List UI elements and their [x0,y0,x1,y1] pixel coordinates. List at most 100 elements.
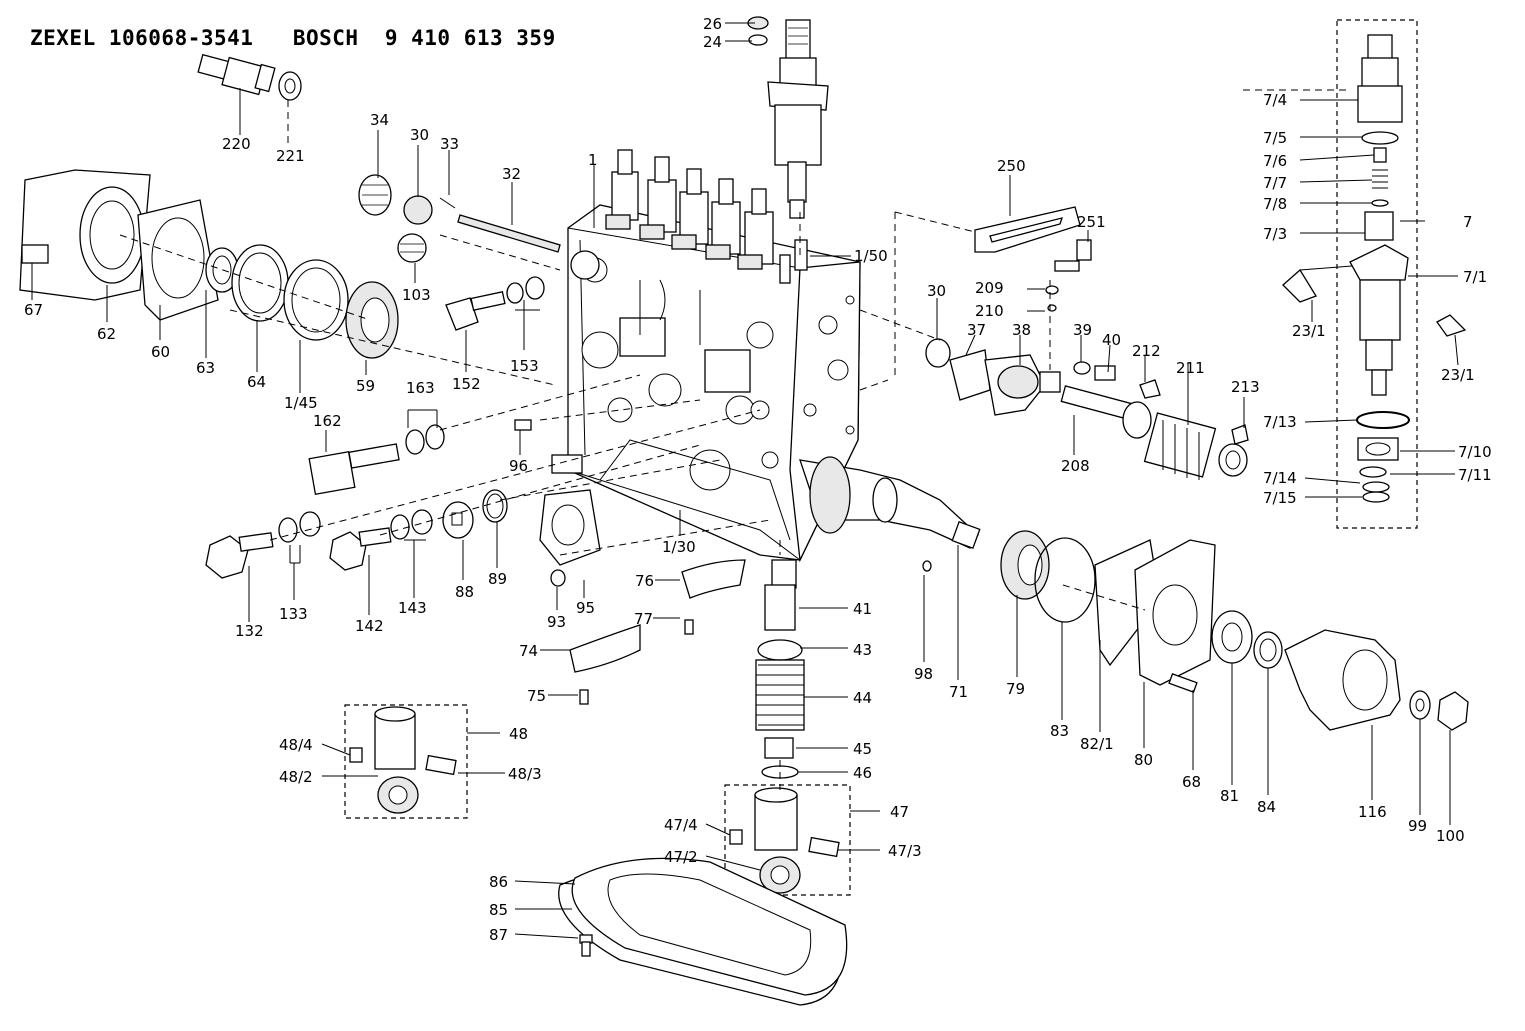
callout-98: 98 [914,665,934,683]
callout-82-1: 82/1 [1080,735,1114,753]
callout-64: 64 [247,373,267,391]
page-title: ZEXEL 106068-3541 BOSCH 9 410 613 359 [30,26,556,50]
bottom-plates [558,857,848,1006]
callout-75: 75 [527,687,547,705]
roller-tappet-47 [724,784,851,896]
callout-7-10: 7/10 [1458,443,1492,461]
callout-30-right: 30 [927,282,947,300]
bolts-152-162 [308,250,600,495]
callout-87: 87 [489,926,509,944]
callout-24: 24 [703,33,723,51]
callout-60: 60 [151,343,171,361]
callout-162: 162 [313,412,342,430]
governor-parts-upper [358,174,561,263]
callout-213: 213 [1231,378,1260,396]
callout-84: 84 [1257,798,1277,816]
callout-43: 43 [853,641,873,659]
callout-1-45: 1/45 [284,394,318,412]
callout-7-11: 7/11 [1458,466,1492,484]
callout-26: 26 [703,15,723,33]
roller-tappet-48 [344,704,468,819]
callout-220: 220 [222,135,251,153]
callout-89: 89 [488,570,508,588]
callout-68: 68 [1182,773,1202,791]
right-cover-assembly [1000,530,1469,731]
callout-80: 80 [1134,751,1154,769]
callout-67: 67 [24,301,44,319]
callout-79: 79 [1006,680,1026,698]
callout-7-3: 7/3 [1263,225,1288,243]
tappet-assembly [755,559,805,779]
callout-7-1: 7/1 [1463,268,1488,286]
callout-96: 96 [509,457,529,475]
valve-assembly-7 [1282,19,1467,529]
callout-48: 48 [509,725,529,743]
callout-71: 71 [949,683,969,701]
assembly-lines [119,89,1350,790]
callout-62: 62 [97,325,117,343]
callout-7-4: 7/4 [1263,91,1288,109]
callout-163: 163 [406,379,435,397]
left-cover-assembly [19,169,399,359]
callout-209: 209 [975,279,1004,297]
delivery-valve-holders [605,149,808,284]
callout-7-15: 7/15 [1263,489,1297,507]
callout-211: 211 [1176,359,1205,377]
callout-74: 74 [519,642,539,660]
callout-210: 210 [975,302,1004,320]
callout-23-1-right: 23/1 [1441,366,1475,384]
callout-63: 63 [196,359,216,377]
governor-shaft-parts [925,206,1249,480]
fitting-220-221 [197,53,302,101]
callout-88: 88 [455,583,475,601]
callout-34: 34 [370,111,390,129]
callout-83: 83 [1050,722,1070,740]
callout-7-13: 7/13 [1263,413,1297,431]
callout-48-4: 48/4 [279,736,313,754]
callout-1-50: 1/50 [854,247,888,265]
callout-48-3: 48/3 [508,765,542,783]
callout-116: 116 [1358,803,1387,821]
leader-lines [31,22,1459,939]
callout-40: 40 [1102,331,1122,349]
callout-103: 103 [402,286,431,304]
callout-152: 152 [452,375,481,393]
callout-59: 59 [356,377,376,395]
callout-7-8: 7/8 [1263,195,1288,213]
camshaft [799,456,981,572]
callout-7-5: 7/5 [1263,129,1288,147]
top-delivery-valve-assembly [747,16,829,219]
callout-39: 39 [1073,321,1093,339]
bolts-132-142 [205,489,601,587]
callout-99: 99 [1408,817,1428,835]
callout-7-7: 7/7 [1263,174,1288,192]
callout-221: 221 [276,147,305,165]
callout-85: 85 [489,901,509,919]
callout-208: 208 [1061,457,1090,475]
callout-95: 95 [576,599,596,617]
callout-153: 153 [510,357,539,375]
callout-32: 32 [502,165,522,183]
callout-46: 46 [853,764,873,782]
callout-38: 38 [1012,321,1032,339]
half-rings [569,559,746,705]
callout-142: 142 [355,617,384,635]
callout-1: 1 [588,151,598,169]
callout-133: 133 [279,605,308,623]
callout-45: 45 [853,740,873,758]
callout-7-6: 7/6 [1263,152,1288,170]
callout-251: 251 [1077,213,1106,231]
callout-100: 100 [1436,827,1465,845]
callout-93: 93 [547,613,567,631]
callout-47: 47 [890,803,910,821]
callout-7-14: 7/14 [1263,469,1297,487]
callout-41: 41 [853,600,873,618]
callout-37: 37 [967,321,987,339]
callout-86: 86 [489,873,509,891]
callout-76: 76 [635,572,655,590]
callout-47-4: 47/4 [664,816,698,834]
callout-143: 143 [398,599,427,617]
callout-23-1-left: 23/1 [1292,322,1326,340]
